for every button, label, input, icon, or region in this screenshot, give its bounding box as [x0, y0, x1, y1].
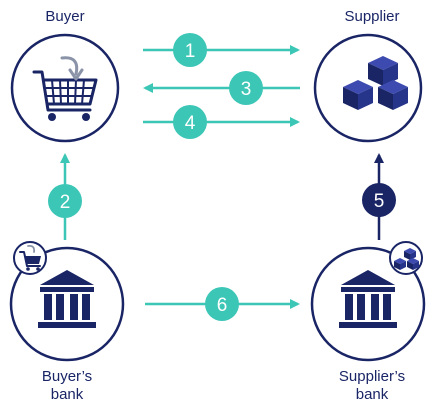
bank-icon: [38, 270, 96, 328]
step-6-badge: 6: [217, 295, 228, 316]
arrow-step-5: 5: [362, 153, 396, 240]
buyer-bank-badge: [13, 241, 47, 275]
buyer-bank-label-line1: Buyer’s: [41, 368, 93, 385]
step-3-badge: 3: [241, 79, 252, 100]
arrow-step-4: 4: [143, 105, 300, 139]
arrow-step-2: 2: [48, 153, 82, 240]
boxes-badge-icon: [394, 248, 419, 270]
shopping-cart-icon: [32, 56, 98, 121]
supplier-label: Supplier: [344, 8, 400, 25]
supplier-bank-label-line1: Supplier’s: [338, 368, 406, 385]
buyer-node: [10, 33, 120, 143]
step-4-badge: 4: [185, 113, 196, 134]
step-1-badge: 1: [185, 41, 196, 62]
supplier-bank-label: Supplier’s bank: [310, 368, 434, 404]
supplier-bank-node: [310, 241, 426, 362]
cart-badge-icon: [19, 244, 41, 271]
buyer-bank-label: Buyer’s bank: [0, 368, 134, 404]
arrow-step-1: 1: [143, 33, 300, 67]
supplier-bank-badge: [389, 241, 423, 275]
buyer-bank-label-line2: bank: [50, 386, 84, 403]
supplier-node: [313, 33, 423, 143]
buyer-label: Buyer: [45, 8, 85, 25]
bank-icon: [339, 270, 397, 328]
buyer-bank-node: [9, 241, 125, 362]
supplier-bank-label-line2: bank: [355, 386, 389, 403]
step-5-badge: 5: [374, 191, 385, 212]
boxes-icon: [343, 56, 408, 110]
arrow-step-6: 6: [145, 287, 300, 321]
arrow-step-3: 3: [143, 71, 300, 105]
step-2-badge: 2: [60, 192, 71, 213]
